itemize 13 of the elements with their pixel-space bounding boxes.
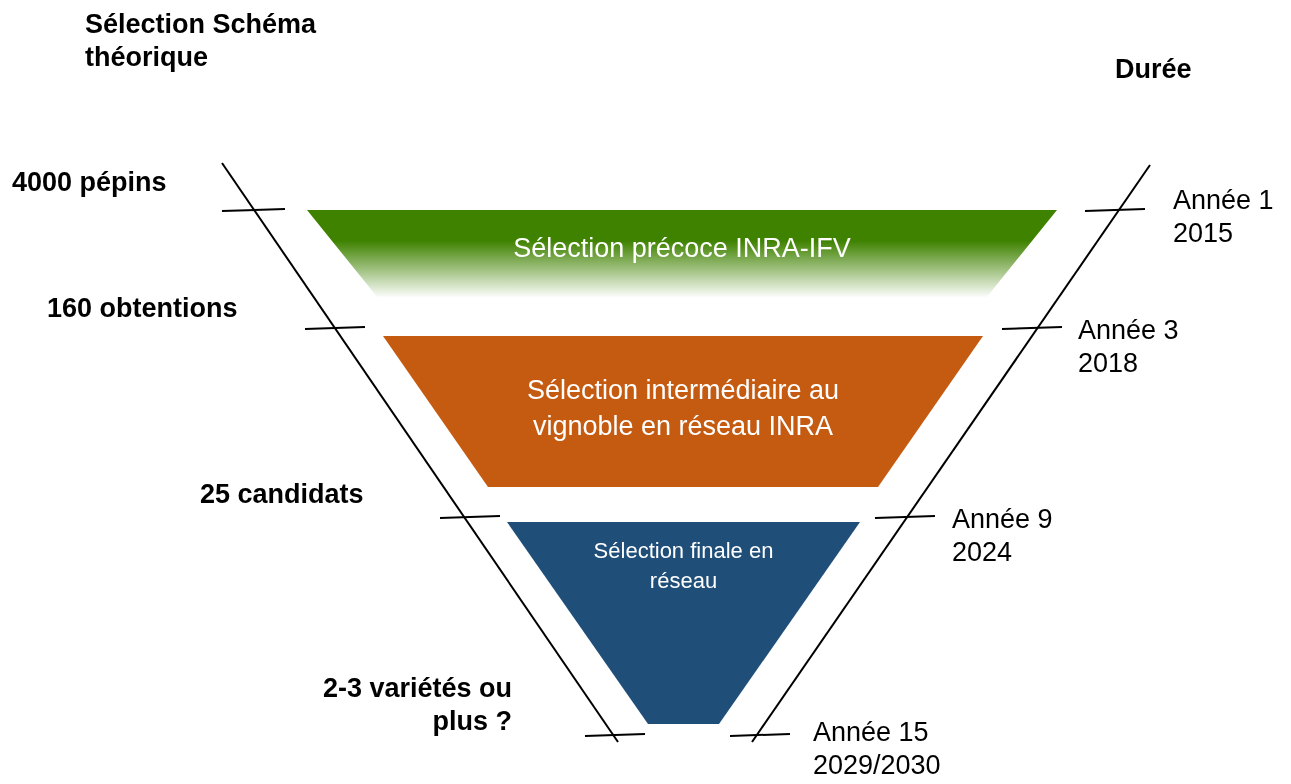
diagram-title: Sélection Schéma théorique: [85, 8, 318, 74]
stage-label: Sélection intermédiaire au vignoble en réseau INRA: [525, 374, 841, 444]
year-label: Année 15 2029/2030: [813, 716, 942, 782]
stage-label: Sélection précoce INRA-IFV: [512, 232, 852, 265]
year-label: Année 1 2015: [1173, 184, 1275, 250]
year-label: Année 9 2024: [952, 503, 1054, 569]
year-label: Année 3 2018: [1078, 314, 1180, 380]
count-label: 25 candidats: [200, 478, 364, 511]
column-heading: Durée: [1115, 53, 1192, 86]
count-label: 2-3 variétés ou plus ?: [321, 672, 512, 738]
stage-label: Sélection finale en réseau: [592, 537, 775, 595]
count-label: 160 obtentions: [47, 292, 238, 325]
count-label: 4000 pépins: [12, 166, 167, 199]
